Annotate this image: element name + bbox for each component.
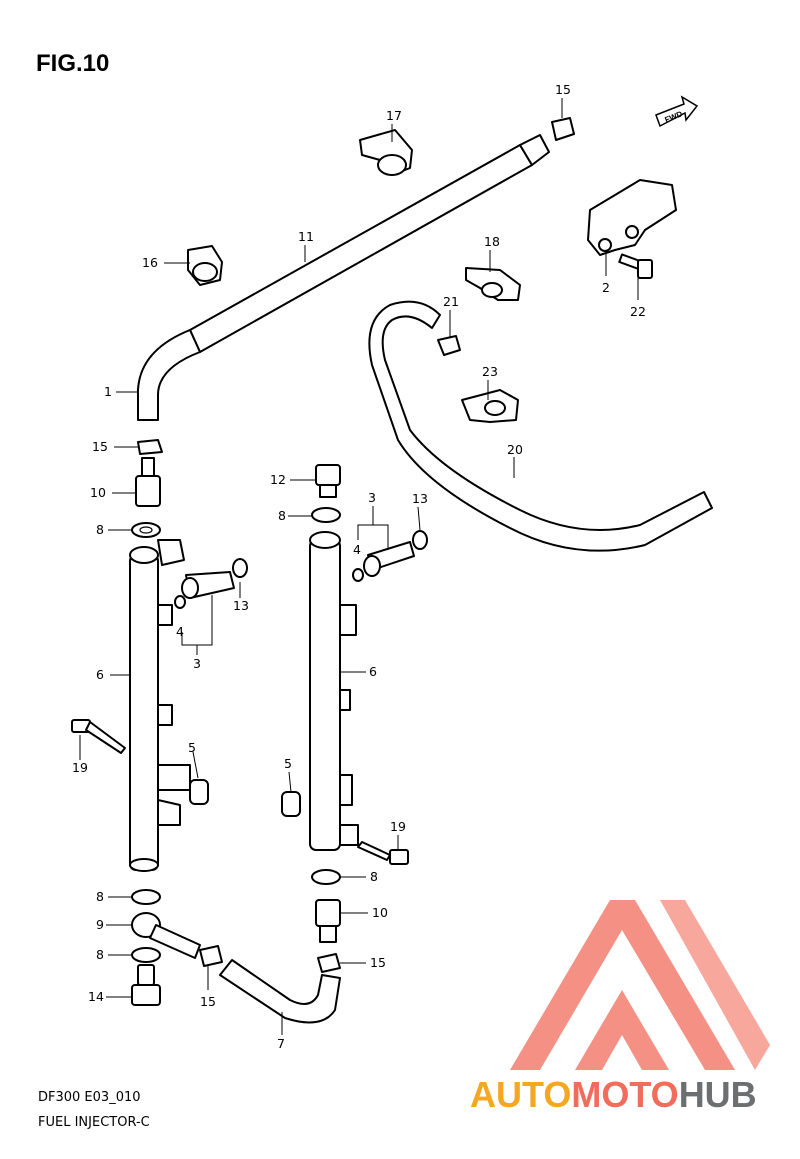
callout-6-left: 6 — [96, 667, 104, 682]
callout-3-right: 3 — [368, 490, 376, 505]
figure-title: FIG.10 — [36, 50, 110, 77]
callout-2: 2 — [602, 280, 610, 295]
callout-23: 23 — [482, 364, 498, 379]
callout-6-right: 6 — [369, 664, 377, 679]
bolt-19-left — [71, 719, 126, 754]
callout-18: 18 — [484, 234, 500, 249]
fuel-hose-7 — [219, 959, 341, 1024]
bolt-19-right — [357, 841, 409, 865]
seal-13-left — [232, 558, 248, 578]
callout-14: 14 — [88, 989, 104, 1004]
callout-4-right: 4 — [353, 542, 361, 557]
callout-8-left-bottom: 8 — [96, 947, 104, 962]
hose-clamp-15-left — [137, 439, 163, 455]
callout-12: 12 — [270, 472, 286, 487]
washer-8-left-bottom — [131, 947, 161, 963]
callout-21: 21 — [443, 294, 459, 309]
union-10-right — [315, 899, 341, 943]
fuel-hose-20 — [368, 300, 713, 552]
callout-10-left: 10 — [90, 485, 106, 500]
callout-1: 1 — [104, 384, 112, 399]
logo-text-moto: MOTO — [571, 1074, 678, 1115]
svg-text:AUTOMOTOHUB: AUTOMOTOHUB — [470, 1074, 757, 1115]
hose-clamp-15-lower-left — [199, 945, 223, 967]
spacer-5-left — [189, 779, 209, 805]
callout-15-lower-right: 15 — [370, 955, 386, 970]
callout-8-right-bottom: 8 — [370, 869, 378, 884]
callout-15-top: 15 — [555, 82, 571, 97]
bolt-12 — [315, 464, 341, 498]
fuel-hose-1 — [137, 329, 201, 421]
callout-5-left: 5 — [188, 740, 196, 755]
washer-8-right-bottom — [311, 869, 341, 885]
hose-clamp-15-top — [551, 117, 575, 141]
washer-8-left-mid — [131, 889, 161, 905]
o-ring-4-right — [352, 568, 364, 582]
hose-clip-16 — [187, 245, 223, 286]
hose-clip-23 — [461, 389, 519, 423]
callout-19-right: 19 — [390, 819, 406, 834]
callout-19-left: 19 — [72, 760, 88, 775]
callout-13-right: 13 — [412, 491, 428, 506]
seal-13-right — [412, 530, 428, 550]
hose-clip-17 — [359, 129, 413, 176]
diagram-code: DF300 E03_010 — [38, 1090, 141, 1105]
bolt-22 — [618, 253, 653, 279]
callouts: 15 17 16 11 18 2 22 21 23 20 1 15 10 8 6… — [72, 82, 646, 1051]
union-bolt-14 — [131, 964, 161, 1006]
callout-5-right: 5 — [284, 756, 292, 771]
spacer-5-right — [281, 791, 301, 817]
callout-8-right-top: 8 — [278, 508, 286, 523]
callout-16: 16 — [142, 255, 158, 270]
callout-4-left: 4 — [176, 624, 184, 639]
callout-15-left: 15 — [92, 439, 108, 454]
washer-8-right-top — [311, 507, 341, 523]
fwd-arrow-icon: FWD — [655, 95, 699, 128]
automotohub-logo: AUTOMOTOHUB — [470, 900, 770, 1115]
callout-17: 17 — [386, 108, 402, 123]
callout-11: 11 — [298, 229, 314, 244]
delivery-pipe-6-left — [129, 539, 191, 872]
delivery-pipe-6-right — [309, 531, 359, 851]
callout-7: 7 — [277, 1036, 285, 1051]
hose-clamp-21 — [437, 335, 461, 356]
hose-clip-18 — [465, 267, 521, 301]
fuel-injector-3-right — [363, 541, 415, 577]
leader-lines — [79, 98, 639, 1035]
bracket-2 — [587, 179, 677, 256]
fuel-injector-3-left — [181, 571, 235, 599]
callout-3-left: 3 — [193, 656, 201, 671]
callout-15-lower-left: 15 — [200, 994, 216, 1009]
logo-text-hub: HUB — [679, 1074, 757, 1115]
callout-8-left-top: 8 — [96, 522, 104, 537]
callout-13-left: 13 — [233, 598, 249, 613]
callout-22: 22 — [630, 304, 646, 319]
callout-20: 20 — [507, 442, 523, 457]
callout-10-right: 10 — [372, 905, 388, 920]
union-10-left — [135, 457, 161, 507]
logo-text-auto: AUTO — [470, 1074, 571, 1115]
hose-clamp-15-lower-right — [317, 953, 341, 973]
callout-9: 9 — [96, 917, 104, 932]
washer-8-left-top — [131, 522, 161, 538]
o-ring-4-left — [174, 595, 186, 609]
diagram-name: FUEL INJECTOR-C — [38, 1115, 150, 1130]
callout-8-left-mid: 8 — [96, 889, 104, 904]
